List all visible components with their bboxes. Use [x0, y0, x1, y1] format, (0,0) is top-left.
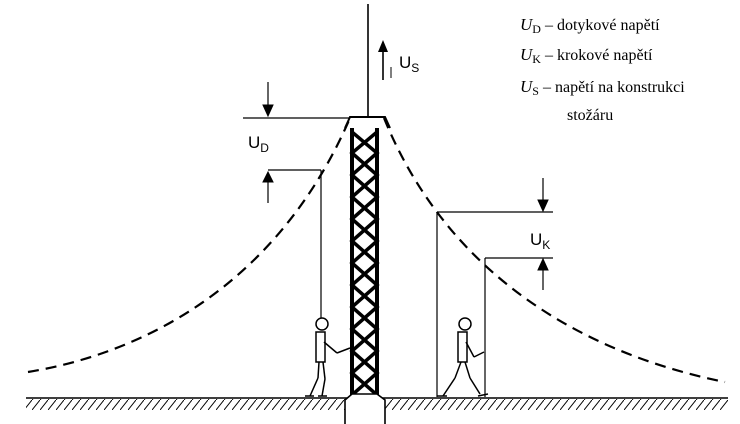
legend-item-uk: UK– krokové napětí — [520, 45, 653, 66]
legend: UD– dotykové napětí UK– krokové napětí U… — [520, 15, 685, 124]
person-walking — [437, 317, 489, 397]
potential-curve-left — [27, 117, 352, 374]
person-touching-tower — [305, 317, 351, 397]
us-label: US — [399, 53, 419, 75]
legend-item-us: US– napětí na konstrukci — [520, 77, 685, 98]
mast-cap — [344, 116, 391, 129]
uk-label: UK — [530, 230, 550, 252]
ud-label: UD — [248, 133, 269, 155]
lattice-tower — [349, 128, 380, 397]
ud-dimension — [243, 82, 349, 320]
legend-item-ud: UD– dotykové napětí — [520, 15, 660, 36]
uk-dimension — [436, 178, 553, 397]
tower-foundation — [344, 393, 386, 424]
us-arrow — [378, 40, 392, 80]
legend-item-us-cont: stožáru — [567, 107, 613, 124]
potential-curve-right — [382, 117, 726, 384]
